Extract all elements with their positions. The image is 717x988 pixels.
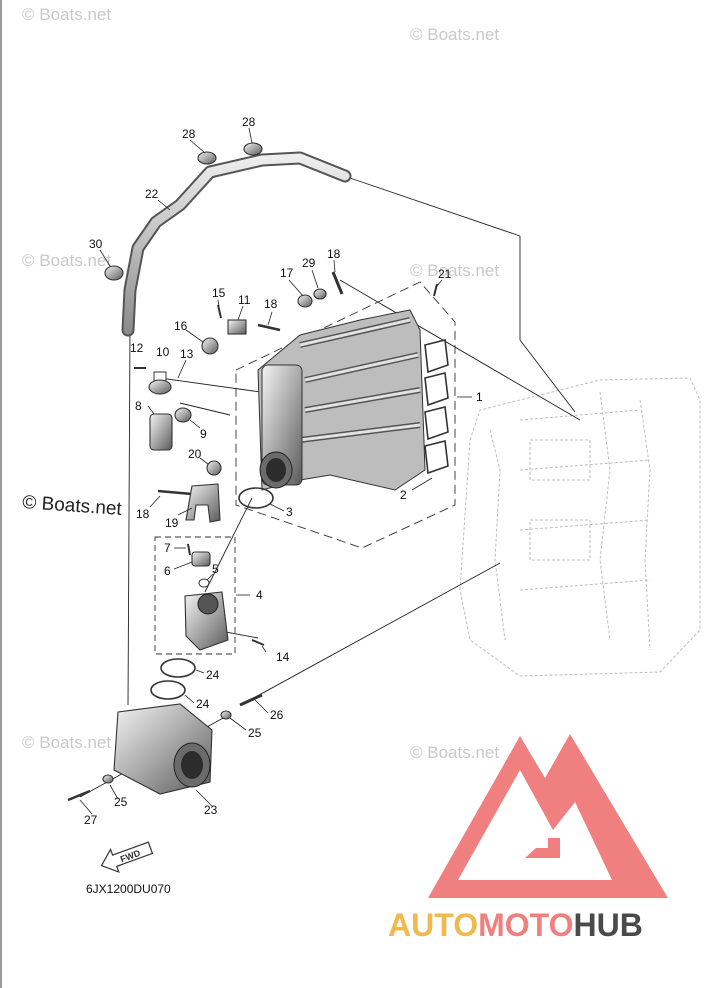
callout-label: 25: [248, 726, 262, 740]
callout-label: 13: [180, 347, 194, 361]
bolt-18-top: [331, 271, 344, 295]
gasket-2: [424, 339, 449, 475]
hose-22-highlight: [123, 153, 350, 335]
diagram-code: 6JX1200DU070: [86, 882, 171, 896]
callout-numbers: 28 28 22 30 18 21 29 17 15 11 18 16 12 1…: [84, 115, 483, 827]
callout-label: 5: [212, 562, 219, 576]
intake-manifold: [257, 309, 426, 491]
nut-25-b: [102, 774, 114, 784]
brand-text-auto: AUTO: [388, 907, 478, 943]
bolt-18-mid: [257, 323, 281, 332]
nut-25-a: [220, 710, 232, 720]
o-ring-5: [198, 578, 210, 588]
callout-label: 19: [165, 516, 179, 530]
callout-label: 22: [145, 187, 159, 201]
brand-text: AUTOMOTOHUB: [388, 907, 643, 943]
watermark-large: © Boats.net: [22, 492, 123, 520]
brand-logo: AUTOMOTOHUB: [388, 734, 668, 943]
stud-26: [239, 693, 263, 707]
callout-label: 23: [204, 803, 218, 817]
bolt-21: [433, 283, 438, 297]
sensor-6: [191, 551, 211, 567]
bolt-14: [251, 639, 265, 646]
group-box-4: [154, 536, 236, 655]
callout-label: 18: [327, 247, 341, 261]
callout-label: 16: [174, 319, 188, 333]
cap-20: [206, 460, 222, 476]
callout-label: 26: [270, 708, 284, 722]
callout-label: 28: [242, 115, 256, 129]
clamp-30: [104, 265, 124, 281]
callout-label: 25: [114, 795, 128, 809]
callout-label: 29: [302, 256, 316, 270]
watermark: © Boats.net: [410, 743, 499, 762]
callout-label: 7: [164, 541, 171, 555]
callout-label: 17: [280, 266, 294, 280]
callout-label: 18: [264, 297, 278, 311]
sensor-17: [297, 294, 313, 308]
o-ring-24-b: [150, 680, 186, 700]
callout-label: 4: [256, 588, 263, 602]
clamp-28-a: [197, 151, 217, 165]
valve-8: [149, 413, 173, 451]
throttle-body-4: [184, 591, 229, 651]
watermark: © Boats.net: [410, 261, 499, 280]
sensor-11: [227, 319, 247, 335]
callout-label: 10: [156, 345, 170, 359]
cap-9: [174, 407, 192, 423]
callout-label: 15: [212, 286, 226, 300]
callout-label: 24: [196, 697, 210, 711]
callout-label: 21: [438, 267, 452, 281]
callout-label: 1: [476, 390, 483, 404]
sensor-16: [201, 337, 219, 355]
callout-label: 12: [130, 341, 144, 355]
callout-label: 8: [135, 399, 142, 413]
watermark-group: © Boats.net © Boats.net © Boats.net © Bo…: [22, 5, 500, 762]
silencer-23: [113, 703, 213, 795]
brand-text-hub: HUB: [573, 907, 642, 943]
callout-label: 28: [182, 127, 196, 141]
callout-label: 2: [400, 488, 407, 502]
callout-leaders: [79, 127, 472, 815]
o-ring-3: [238, 487, 274, 509]
engine-block: [459, 377, 701, 677]
bolt-27: [67, 789, 91, 802]
callout-label: 9: [200, 427, 207, 441]
brand-mark-inner: [525, 838, 560, 858]
ring-13: [148, 379, 172, 395]
callout-label: 18: [136, 507, 150, 521]
watermark: © Boats.net: [22, 733, 111, 752]
fwd-arrow: FWD: [100, 841, 154, 874]
callout-label: 24: [206, 668, 220, 682]
group-box-1: [235, 281, 456, 549]
leader-lines: [79, 177, 581, 798]
callout-label: 30: [89, 237, 103, 251]
clamp-28-b: [243, 142, 263, 156]
o-ring-24-a: [160, 658, 196, 678]
callout-label: 6: [164, 564, 171, 578]
washer-29: [313, 288, 327, 300]
bracket-19: [185, 483, 221, 523]
bolt-18-low: [157, 489, 193, 496]
callout-label: 11: [238, 293, 251, 307]
bolt-15: [217, 304, 222, 319]
watermark: © Boats.net: [22, 251, 111, 270]
callout-label: 14: [276, 650, 290, 664]
watermark: © Boats.net: [410, 25, 499, 44]
callout-label: 3: [286, 505, 293, 519]
brand-mark: [428, 734, 668, 898]
callout-label: 20: [188, 447, 202, 461]
brand-text-moto: MOTO: [478, 907, 573, 943]
callout-label: 27: [84, 813, 98, 827]
watermark: © Boats.net: [22, 5, 111, 24]
hose-22: [121, 151, 352, 337]
screw-7: [187, 543, 191, 556]
